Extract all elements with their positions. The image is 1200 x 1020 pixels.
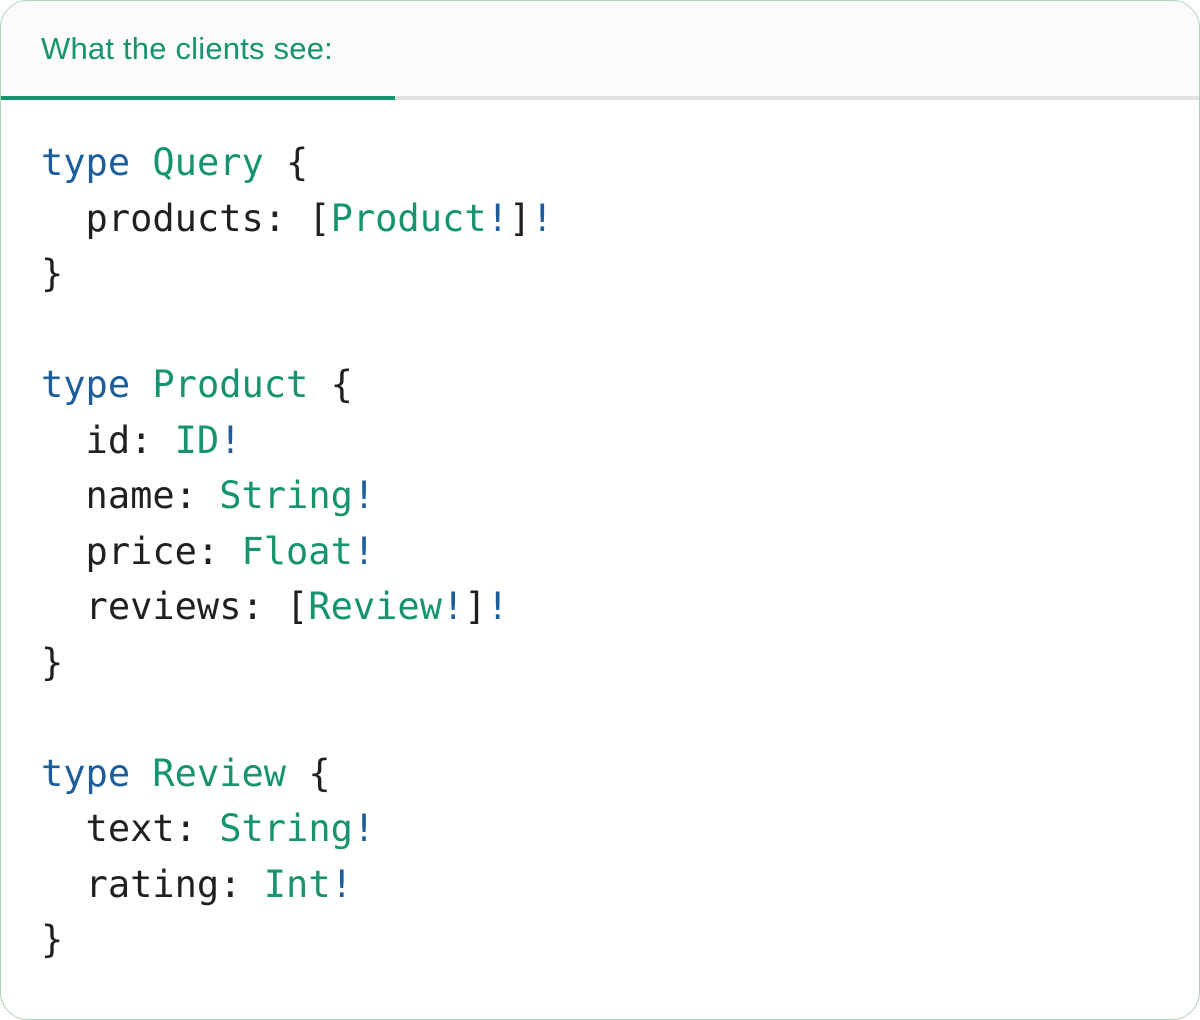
code-token (130, 141, 152, 184)
code-line: name: String! (41, 468, 1159, 524)
tab-bar: What the clients see: (1, 1, 1199, 96)
code-token: String (219, 807, 353, 850)
code-token: Int (263, 862, 331, 906)
code-token (130, 752, 152, 795)
code-token: Query (152, 141, 264, 184)
code-token: Review (308, 585, 442, 628)
code-line: reviews: [Review!]! (41, 579, 1159, 635)
code-line: } (41, 246, 1159, 302)
code-token: ! (330, 862, 353, 906)
code-token: reviews: [ (41, 585, 309, 628)
code-token: type (41, 751, 131, 795)
code-token: Product (330, 196, 487, 240)
code-token: price: (41, 529, 242, 573)
code-line: type Review { (41, 746, 1159, 802)
code-token: text: (41, 807, 220, 850)
code-line: type Product { (41, 357, 1159, 413)
tab-divider (1, 96, 1199, 100)
code-line: text: String! (41, 801, 1159, 857)
code-token: id: (41, 418, 175, 462)
code-token: ! (219, 418, 242, 462)
code-token: Review (152, 751, 287, 795)
code-token: type (41, 141, 131, 184)
code-line (41, 302, 1159, 358)
code-token: ! (352, 807, 376, 850)
code-line: rating: Int! (41, 857, 1159, 913)
code-token: rating: (41, 862, 264, 906)
code-token: products: [ (41, 196, 331, 240)
code-token: ! (486, 196, 509, 240)
code-token: ] (464, 585, 487, 628)
code-token: { (263, 141, 309, 184)
code-token: ! (486, 585, 509, 628)
code-token: { (286, 751, 331, 795)
code-line (41, 690, 1159, 746)
code-token: { (308, 363, 353, 406)
code-token: Float (241, 529, 353, 573)
code-line: id: ID! (41, 413, 1159, 469)
code-token: ID (174, 418, 220, 462)
code-token: Product (152, 363, 309, 406)
code-token: } (41, 640, 64, 684)
code-token: String (219, 474, 353, 517)
code-token: ! (352, 529, 376, 573)
code-token: type (41, 363, 131, 406)
code-line: products: [Product!]! (41, 191, 1159, 247)
code-token: name: (41, 474, 220, 517)
graphql-code-block: type Query { products: [Product!]!} type… (1, 100, 1199, 1019)
code-line: } (41, 635, 1159, 691)
code-line: price: Float! (41, 524, 1159, 580)
code-line: type Query { (41, 135, 1159, 191)
code-token: ! (531, 196, 554, 240)
code-token: ! (352, 474, 376, 517)
code-token (130, 363, 152, 406)
code-token: } (41, 252, 64, 295)
active-tab-indicator (1, 96, 395, 100)
code-token: ! (441, 585, 465, 628)
code-token: } (41, 918, 64, 961)
code-token: ] (508, 196, 532, 240)
code-line: } (41, 912, 1159, 968)
tab-what-clients-see[interactable]: What the clients see: (1, 31, 333, 67)
